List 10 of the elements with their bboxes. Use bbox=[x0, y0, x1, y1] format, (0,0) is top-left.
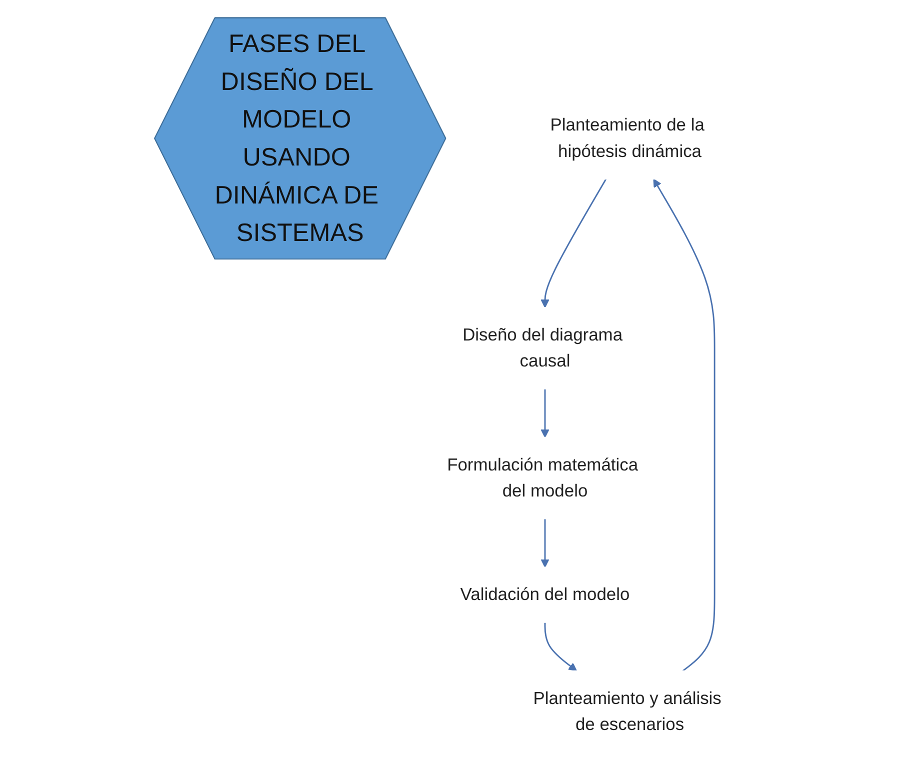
arrow bbox=[540, 178, 606, 308]
node-text: Planteamiento de la hipótesis dinámica bbox=[550, 115, 704, 161]
node-text: Validación del modelo bbox=[460, 584, 630, 604]
arrow bbox=[544, 622, 577, 672]
arrow bbox=[540, 388, 549, 438]
arrow bbox=[540, 518, 549, 568]
arrow bbox=[652, 178, 715, 672]
node-text: Diseño del diagrama causal bbox=[462, 324, 622, 370]
node-text: Formulación matemática del modelo bbox=[446, 454, 638, 500]
node-text: Planteamiento y análisis de escenarios bbox=[532, 688, 721, 734]
